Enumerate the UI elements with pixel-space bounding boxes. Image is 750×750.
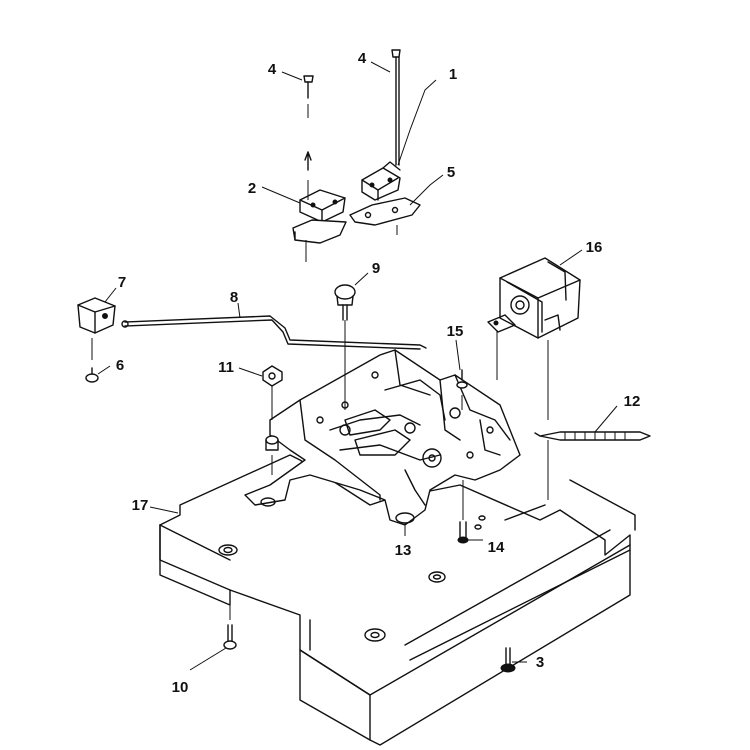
nut (262, 365, 283, 420)
callout-4-left: 4 (268, 61, 277, 78)
screw-10 (223, 600, 237, 650)
callout-6: 6 (116, 357, 124, 374)
screw-3 (500, 647, 516, 673)
callout-13: 13 (395, 542, 412, 559)
actuator-rod (121, 315, 427, 350)
solenoid (487, 257, 581, 339)
callout-4-right: 4 (358, 50, 367, 67)
clip-block (77, 297, 116, 360)
callout-labels: 1 2 3 4 4 5 6 7 8 9 10 11 12 13 14 15 16… (116, 50, 641, 696)
base-plate (159, 454, 636, 746)
callout-2: 2 (248, 180, 256, 197)
callout-5: 5 (447, 164, 455, 181)
microswitch-2 (292, 189, 347, 244)
callout-14: 14 (488, 539, 505, 556)
callout-1: 1 (449, 66, 457, 83)
spacer (265, 435, 279, 475)
callout-17: 17 (132, 497, 149, 514)
screw-4-left (303, 75, 314, 262)
spring (534, 431, 651, 500)
switch-bracket-5 (349, 197, 421, 226)
callout-10: 10 (172, 679, 189, 696)
knob (334, 284, 356, 410)
callout-12: 12 (624, 393, 641, 410)
callout-8: 8 (230, 289, 238, 306)
microswitch-1 (361, 161, 401, 201)
screw-14 (457, 480, 469, 544)
screw-6 (85, 367, 99, 383)
main-bracket-assembly (244, 349, 521, 526)
callout-7: 7 (118, 274, 126, 291)
callout-16: 16 (586, 239, 603, 256)
leader-lines (97, 61, 618, 671)
callout-11: 11 (218, 359, 234, 376)
callout-15: 15 (447, 323, 464, 340)
screw-15 (456, 369, 468, 389)
callout-9: 9 (372, 260, 380, 277)
screw-4-right (391, 49, 401, 235)
callout-3: 3 (536, 654, 544, 671)
